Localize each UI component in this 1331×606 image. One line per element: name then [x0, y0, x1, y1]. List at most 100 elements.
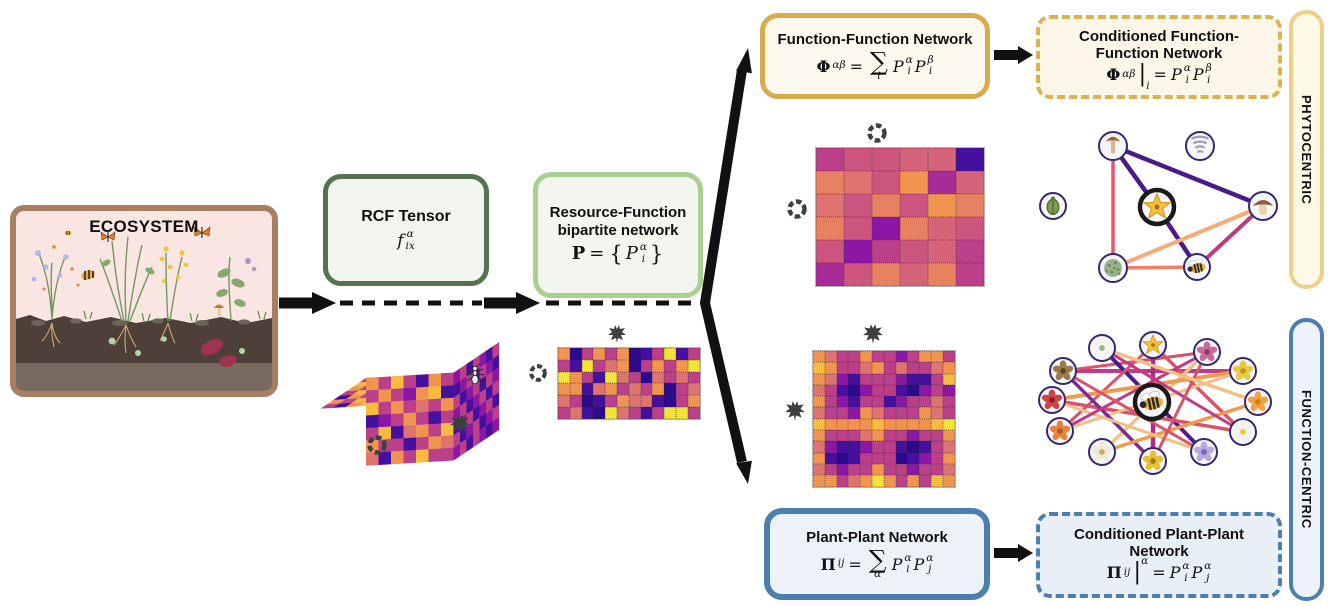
heatmap-cell	[593, 359, 606, 372]
heatmap-cell	[816, 217, 844, 240]
heatmap-cell	[942, 351, 955, 363]
heatmap-cell	[640, 359, 653, 372]
heatmap-cell	[664, 395, 676, 407]
network-edge	[1100, 346, 1245, 434]
heatmap-cell	[883, 452, 896, 464]
heatmap-cell	[640, 395, 653, 407]
heatmap-cell	[895, 351, 908, 363]
heatmap-cell	[930, 396, 943, 408]
heatmap-cell	[824, 362, 837, 374]
heatmap-cell	[919, 384, 931, 397]
phytocentric-network	[1039, 131, 1278, 283]
heatmap-cell	[883, 441, 896, 453]
network-edge	[1100, 400, 1260, 454]
heatmap-cell	[860, 407, 872, 419]
network-node-flower	[1088, 438, 1116, 466]
heatmap-cell	[628, 371, 641, 384]
heatmap-cell	[816, 263, 844, 286]
heatmap-cell	[848, 475, 861, 487]
heatmap-cell	[928, 240, 956, 263]
heatmap-cell	[942, 373, 955, 385]
heatmap-cell	[883, 407, 896, 419]
heatmap-cell	[848, 463, 861, 476]
heatmap-cell	[907, 384, 920, 397]
heatmap-cell	[824, 373, 837, 385]
heatmap-cell	[581, 348, 594, 360]
heatmap-cell	[860, 441, 872, 453]
network-node-flower	[1229, 357, 1257, 385]
heatmap-cell	[919, 373, 931, 385]
heatmap-cell	[593, 348, 606, 360]
heatmap-cell	[605, 395, 617, 407]
heatmap-cell	[848, 452, 861, 464]
heatmap-cell	[605, 406, 617, 419]
heatmap-cell	[558, 348, 570, 360]
leaf-icon	[607, 324, 627, 349]
heatmap-cell	[883, 475, 896, 487]
heatmap-cell	[558, 406, 570, 419]
heatmap-cell	[813, 396, 825, 408]
heatmap-cell	[687, 359, 700, 372]
heatmap-cell	[605, 383, 617, 396]
heatmap-cell	[848, 373, 861, 385]
heatmap-cell	[883, 384, 896, 397]
network-edge	[1058, 350, 1209, 433]
heatmap-cell	[900, 148, 928, 171]
heatmap-cell	[813, 441, 825, 453]
heatmap-cell	[844, 217, 872, 240]
heatmap-cell	[956, 240, 984, 263]
heatmap-cell	[824, 407, 837, 419]
heatmap-cell	[848, 351, 861, 363]
heatmap-cell	[942, 396, 955, 408]
heatmap-cell	[872, 217, 900, 240]
heatmap-cell	[836, 452, 849, 464]
heatmap-cell	[930, 441, 943, 453]
phytocentric-tab: PHYTOCENTRIC	[1289, 10, 1324, 289]
function-function-heatmap	[815, 147, 985, 287]
heatmap-cell	[581, 371, 594, 384]
heatmap-cell	[558, 371, 570, 384]
heatmap-cell	[816, 194, 844, 217]
heatmap-cell	[956, 148, 984, 171]
heatmap-cell	[844, 148, 872, 171]
heatmap-cell	[871, 418, 884, 431]
heatmap-cell	[883, 351, 896, 363]
heatmap-cell	[569, 348, 582, 360]
cycle-icon	[528, 363, 548, 388]
heatmap-cell	[871, 441, 884, 453]
heatmap-cell	[816, 240, 844, 263]
heatmap-cell	[824, 441, 837, 453]
heatmap-cell	[895, 407, 908, 419]
heatmap-cell	[883, 362, 896, 374]
heatmap-cell	[900, 263, 928, 286]
heatmap-cell	[628, 383, 641, 396]
heatmap-cell	[930, 452, 943, 464]
heatmap-cell	[836, 441, 849, 453]
plant-plant-heatmap	[812, 350, 956, 488]
heatmap-cell	[581, 395, 594, 407]
heatmap-cell	[919, 418, 931, 431]
heatmap-cell	[928, 194, 956, 217]
heatmap-cell	[900, 240, 928, 263]
heatmap-cell	[907, 430, 920, 442]
heatmap-cell	[687, 383, 700, 396]
heatmap-cell	[900, 171, 928, 194]
network-node-flower	[1244, 388, 1272, 416]
heatmap-cell	[813, 351, 825, 363]
heatmap-cell	[956, 171, 984, 194]
network-node-flower	[1038, 386, 1066, 414]
heatmap-cell	[860, 475, 872, 487]
fork-arrowhead-down	[736, 460, 752, 484]
heatmap-cell	[907, 463, 920, 476]
heatmap-cell	[942, 452, 955, 464]
heatmap-cell	[871, 463, 884, 476]
bipartite-network-box: Resource-Function bipartite network P={P…	[533, 172, 703, 298]
heatmap-cell	[848, 362, 861, 374]
heatmap-cell	[687, 348, 700, 360]
heatmap-cell	[813, 384, 825, 397]
heatmap-cell	[569, 383, 582, 396]
